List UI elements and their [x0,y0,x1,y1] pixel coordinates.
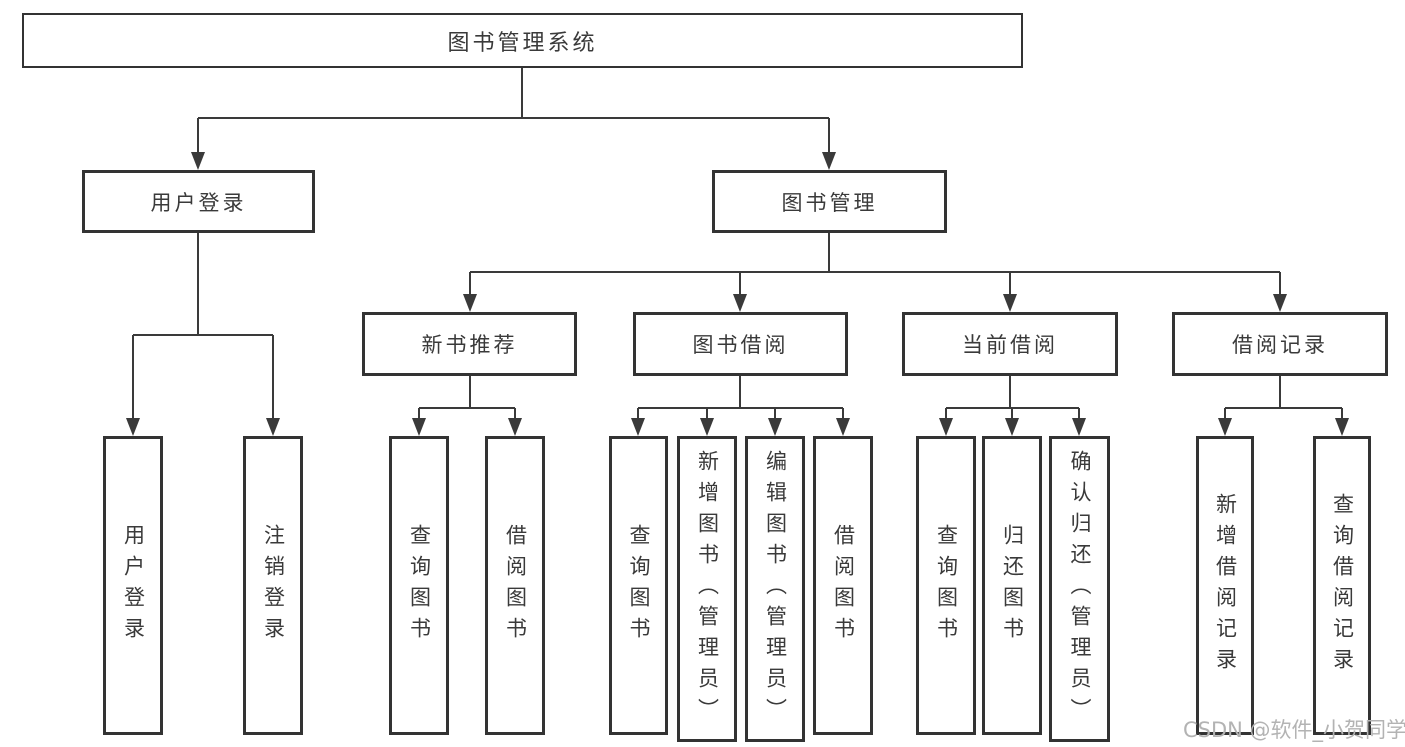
leaf-borrow-edit-books-admin: 编辑图书（管理员） [745,436,805,742]
arrowhead [1005,418,1019,436]
arrowhead [463,294,477,312]
arrowhead [191,152,205,170]
node-current-borrowing-label: 当前借阅 [962,329,1058,359]
leaf-current-confirm-return-admin-label: 确认归还（管理员） [1069,450,1090,729]
leaf-borrow-edit-books-admin-label: 编辑图书（管理员） [765,450,786,729]
leaf-newbook-query-books: 查询图书 [389,436,449,735]
leaf-user-login: 用户登录 [103,436,163,735]
arrowhead [631,418,645,436]
leaf-borrow-query-books: 查询图书 [609,436,668,735]
node-borrowing-records-label: 借阅记录 [1232,329,1328,359]
arrowhead [836,418,850,436]
node-new-book-recommend: 新书推荐 [362,312,577,376]
leaf-borrow-borrow-books-label: 借阅图书 [833,524,854,648]
leaf-records-query-record-label: 查询借阅记录 [1332,493,1353,679]
connector-root [198,68,829,154]
leaf-user-login-label: 用户登录 [123,524,144,648]
leaf-records-query-record: 查询借阅记录 [1313,436,1371,735]
connector-current-borrowing [946,376,1079,420]
leaf-current-query-books-label: 查询图书 [936,524,957,648]
arrowhead [700,418,714,436]
arrowhead [939,418,953,436]
connector-borrowing-records [1225,376,1342,420]
node-book-management-label: 图书管理 [782,187,878,217]
arrowhead [126,418,140,436]
arrowhead [266,418,280,436]
leaf-logout-label: 注销登录 [263,524,284,648]
node-user-login-label: 用户登录 [151,187,247,217]
node-user-login: 用户登录 [82,170,315,233]
node-borrowing-records: 借阅记录 [1172,312,1388,376]
leaf-records-add-record: 新增借阅记录 [1196,436,1254,735]
leaf-borrow-query-books-label: 查询图书 [628,524,649,648]
arrowhead [1072,418,1086,436]
node-root: 图书管理系统 [22,13,1023,68]
leaf-logout: 注销登录 [243,436,303,735]
arrowhead [822,152,836,170]
leaf-current-confirm-return-admin: 确认归还（管理员） [1049,436,1110,742]
arrowhead [733,294,747,312]
leaf-borrow-borrow-books: 借阅图书 [813,436,873,735]
leaf-borrow-add-books-admin-label: 新增图书（管理员） [697,450,718,729]
arrowhead [1218,418,1232,436]
arrowhead [412,418,426,436]
connector-user-login [133,233,273,420]
arrowhead [508,418,522,436]
node-current-borrowing: 当前借阅 [902,312,1118,376]
node-book-management: 图书管理 [712,170,947,233]
watermark: CSDN @软件_小贺同学 [1183,714,1405,744]
arrowhead [1273,294,1287,312]
leaf-newbook-query-books-label: 查询图书 [409,524,430,648]
connector-book-management [470,233,1280,296]
connector-book-borrowing [638,376,843,420]
leaf-newbook-borrow-books-label: 借阅图书 [505,524,526,648]
arrowhead [768,418,782,436]
leaf-current-return-books-label: 归还图书 [1002,524,1023,648]
leaf-current-return-books: 归还图书 [982,436,1042,735]
arrowhead [1335,418,1349,436]
node-book-borrowing-label: 图书借阅 [693,329,789,359]
node-root-label: 图书管理系统 [447,25,597,57]
connector-new-book [419,376,515,420]
leaf-current-query-books: 查询图书 [916,436,976,735]
node-new-book-recommend-label: 新书推荐 [422,329,518,359]
leaf-borrow-add-books-admin: 新增图书（管理员） [677,436,737,742]
arrowhead [1003,294,1017,312]
node-book-borrowing: 图书借阅 [633,312,848,376]
leaf-newbook-borrow-books: 借阅图书 [485,436,545,735]
leaf-records-add-record-label: 新增借阅记录 [1215,493,1236,679]
